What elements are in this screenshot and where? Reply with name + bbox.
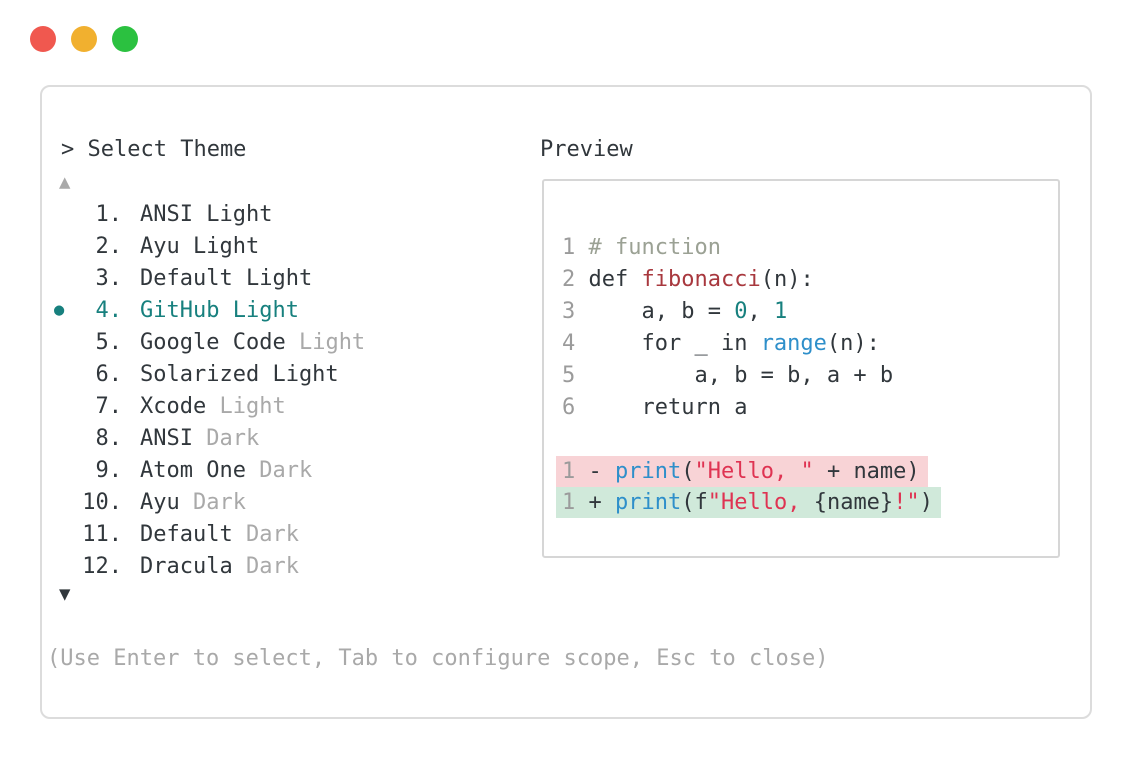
theme-item-10[interactable]: 10. Ayu Dark: [54, 486, 365, 518]
line-number: 2: [562, 267, 589, 292]
theme-item-label: Dracula: [140, 553, 246, 579]
theme-item-6[interactable]: 6. Solarized Light: [54, 358, 365, 390]
line-number: 1: [562, 459, 589, 484]
code-line: 5 a, b = b, a + b: [562, 360, 893, 392]
code-line: 6 return a: [562, 392, 893, 424]
code-token-code: (n):: [760, 267, 814, 292]
line-number: 3: [562, 299, 589, 324]
theme-item-label: Default: [140, 521, 246, 547]
theme-item-number: 6.: [95, 361, 123, 387]
window-controls: [30, 26, 138, 52]
theme-item-label: Ayu: [140, 489, 193, 515]
code-line: 2 def fibonacci(n):: [562, 264, 893, 296]
code-token-code: for _ in: [588, 331, 761, 356]
code-token-code: +: [588, 490, 615, 515]
theme-item-5[interactable]: 5. Google Code Light: [54, 326, 366, 358]
diff-line-added: 1 + print(f"Hello, {name}!"): [556, 487, 941, 518]
theme-item-1[interactable]: 1. ANSI Light: [54, 198, 365, 230]
code-token-str: "Hello, ": [694, 459, 814, 484]
theme-item-label: Atom One: [140, 457, 260, 483]
code-token-code: def: [588, 267, 642, 292]
code-token-code: return a: [588, 395, 748, 420]
code-token-builtin: range: [760, 331, 827, 356]
theme-item-label: Google Code: [140, 329, 299, 355]
diff-preview: 1 - print("Hello, " + name)1 + print(f"H…: [556, 456, 941, 518]
code-token-str: !": [893, 490, 920, 515]
code-token-code: + name): [813, 459, 920, 484]
code-token-str: "Hello,: [707, 490, 814, 515]
theme-item-number: 12.: [82, 553, 122, 579]
code-token-builtin: print: [615, 459, 682, 484]
theme-item-number: 9.: [95, 457, 123, 483]
theme-item-label: Xcode: [140, 393, 220, 419]
close-button-icon[interactable]: [30, 26, 56, 52]
theme-item-number: 10.: [82, 489, 122, 515]
theme-item-label: Solarized Light: [140, 361, 339, 387]
code-token-code: ): [919, 490, 933, 515]
code-token-code: {name}: [813, 490, 894, 515]
code-token-builtin: print: [615, 490, 682, 515]
scroll-down-icon[interactable]: ▼: [59, 583, 71, 605]
theme-item-label: Ayu Light: [140, 233, 260, 259]
minimize-button-icon[interactable]: [71, 26, 97, 52]
code-line: 1 # function: [562, 232, 893, 264]
code-token-code: (n):: [826, 331, 880, 356]
scroll-up-icon[interactable]: ▲: [59, 171, 71, 193]
code-token-comment: # function: [588, 235, 721, 260]
code-token-code: -: [588, 459, 615, 484]
code-token-code: (: [681, 459, 695, 484]
code-line: 4 for _ in range(n):: [562, 328, 893, 360]
theme-item-3[interactable]: 3. Default Light: [54, 262, 365, 294]
selected-bullet-icon: ●: [54, 300, 65, 320]
code-line: 3 a, b = 0, 1: [562, 296, 893, 328]
theme-item-variant: Dark: [192, 489, 246, 515]
panel-title: > Select Theme: [61, 137, 247, 162]
code-token-code: a, b =: [588, 299, 735, 324]
code-token-func: fibonacci: [641, 267, 761, 292]
theme-item-number: 11.: [82, 521, 122, 547]
theme-item-number: 5.: [95, 329, 123, 355]
theme-item-label: ANSI: [140, 425, 207, 451]
code-token-code: (f: [681, 490, 708, 515]
theme-item-9[interactable]: 9. Atom One Dark: [54, 454, 365, 486]
theme-selector-panel: > Select Theme Preview ▲ 1. ANSI Light 2. A…: [40, 85, 1092, 719]
theme-item-12[interactable]: 12. Dracula Dark: [54, 550, 365, 582]
keyboard-hints: (Use Enter to select, Tab to configure s…: [47, 646, 829, 671]
preview-title: Preview: [540, 137, 633, 162]
theme-item-11[interactable]: 11. Default Dark: [54, 518, 365, 550]
theme-item-variant: Dark: [259, 457, 313, 483]
line-number: 1: [562, 490, 589, 515]
theme-item-label: GitHub Light: [140, 297, 299, 323]
line-number: 5: [562, 363, 589, 388]
theme-item-variant: Dark: [206, 425, 260, 451]
theme-item-number: 3.: [95, 265, 123, 291]
zoom-button-icon[interactable]: [112, 26, 138, 52]
line-number: 4: [562, 331, 589, 356]
theme-item-variant: Light: [219, 393, 286, 419]
theme-item-4[interactable]: ● 4. GitHub Light: [54, 294, 365, 326]
theme-item-label: ANSI Light: [140, 201, 273, 227]
theme-item-number: 7.: [95, 393, 123, 419]
line-number: 6: [562, 395, 589, 420]
theme-item-variant: Light: [298, 329, 366, 355]
code-token-num: 0: [734, 299, 748, 324]
code-token-code: a, b = b, a + b: [588, 363, 894, 388]
code-token-code: ,: [747, 299, 774, 324]
line-number: 1: [562, 235, 589, 260]
theme-item-variant: Dark: [245, 553, 299, 579]
theme-item-number: 4.: [95, 297, 123, 323]
code-token-num: 1: [773, 299, 788, 324]
theme-item-8[interactable]: 8. ANSI Dark: [54, 422, 365, 454]
theme-item-7[interactable]: 7. Xcode Light: [54, 390, 365, 422]
theme-item-number: 2.: [95, 233, 123, 259]
theme-item-variant: Dark: [245, 521, 299, 547]
theme-item-number: 8.: [95, 425, 123, 451]
theme-item-label: Default Light: [140, 265, 313, 291]
theme-item-2[interactable]: 2. Ayu Light: [54, 230, 365, 262]
theme-item-number: 1.: [95, 201, 123, 227]
diff-line-removed: 1 - print("Hello, " + name): [556, 456, 928, 487]
theme-list: 1. ANSI Light 2. Ayu Light 3. Default Light ● 4…: [54, 198, 365, 582]
